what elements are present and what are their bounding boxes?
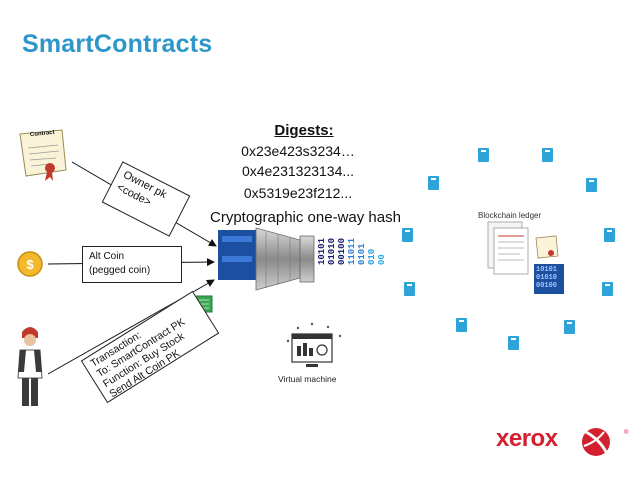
hash-machine-icon (218, 227, 315, 291)
ledger-binary-line-1: 10101 (536, 266, 558, 274)
ledger-book-icon (604, 228, 615, 242)
ledger-book-icon (478, 148, 489, 162)
xerox-sphere-icon (582, 428, 610, 456)
digest-value-1: 0x23e423s3234… (241, 143, 355, 159)
contract-scroll-icon (19, 129, 67, 181)
slide-title: SmartContracts (22, 30, 213, 58)
binary-col-6: 010 (367, 248, 377, 266)
xerox-logo-text: xerox (496, 425, 558, 452)
binary-col-7: 00 (377, 254, 387, 266)
binary-col-2: 01010 (327, 238, 337, 266)
ledger-book-icon (602, 282, 613, 296)
ledger-book-icon (564, 320, 575, 334)
binary-col-4: 11011 (347, 238, 357, 266)
binary-col-5: 0101 (357, 243, 367, 266)
hash-label: Cryptographic one-way hash (210, 209, 401, 226)
ledger-book-icon (404, 282, 415, 296)
binary-col-1: 10101 (317, 238, 327, 266)
ledger-book-icon (428, 176, 439, 190)
ledger-binary-block (534, 264, 564, 294)
virtual-machine-icon (286, 322, 342, 367)
digest-value-2: 0x4e231323134... (241, 163, 355, 179)
ledger-binary-text: 10101 01010 00100 (536, 266, 557, 290)
ledger-book-icon (586, 178, 597, 192)
ledger-book-icon (542, 148, 553, 162)
digests-heading: Digests: (274, 122, 334, 139)
altcoin-line-2: (pegged coin) (89, 265, 151, 276)
digest-value-3: 0x5319e23f212... (243, 185, 353, 201)
svg-text:$: $ (26, 257, 34, 272)
binary-col-3: 00100 (337, 238, 347, 266)
coin-icon: $ (17, 251, 43, 277)
ledger-binary-line-3: 00100 (536, 282, 558, 290)
xerox-reg-mark: ® (624, 430, 629, 436)
person-icon (17, 327, 43, 406)
ledger-label: Blockchain ledger (478, 211, 542, 220)
ledger-documents-icon (487, 221, 559, 275)
altcoin-line-1: Alt Coin (89, 251, 125, 262)
ledger-book-icon (456, 318, 467, 332)
ledger-book-icon (402, 228, 413, 242)
ledger-binary-line-2: 01010 (536, 274, 558, 282)
ledger-book-icon (508, 336, 519, 350)
altcoin-box: Alt Coin (pegged coin) (82, 246, 182, 283)
vm-label: Virtual machine (278, 374, 337, 384)
hash-binary-output: 10101 01010 00100 11011 0101 010 00 (317, 238, 387, 266)
